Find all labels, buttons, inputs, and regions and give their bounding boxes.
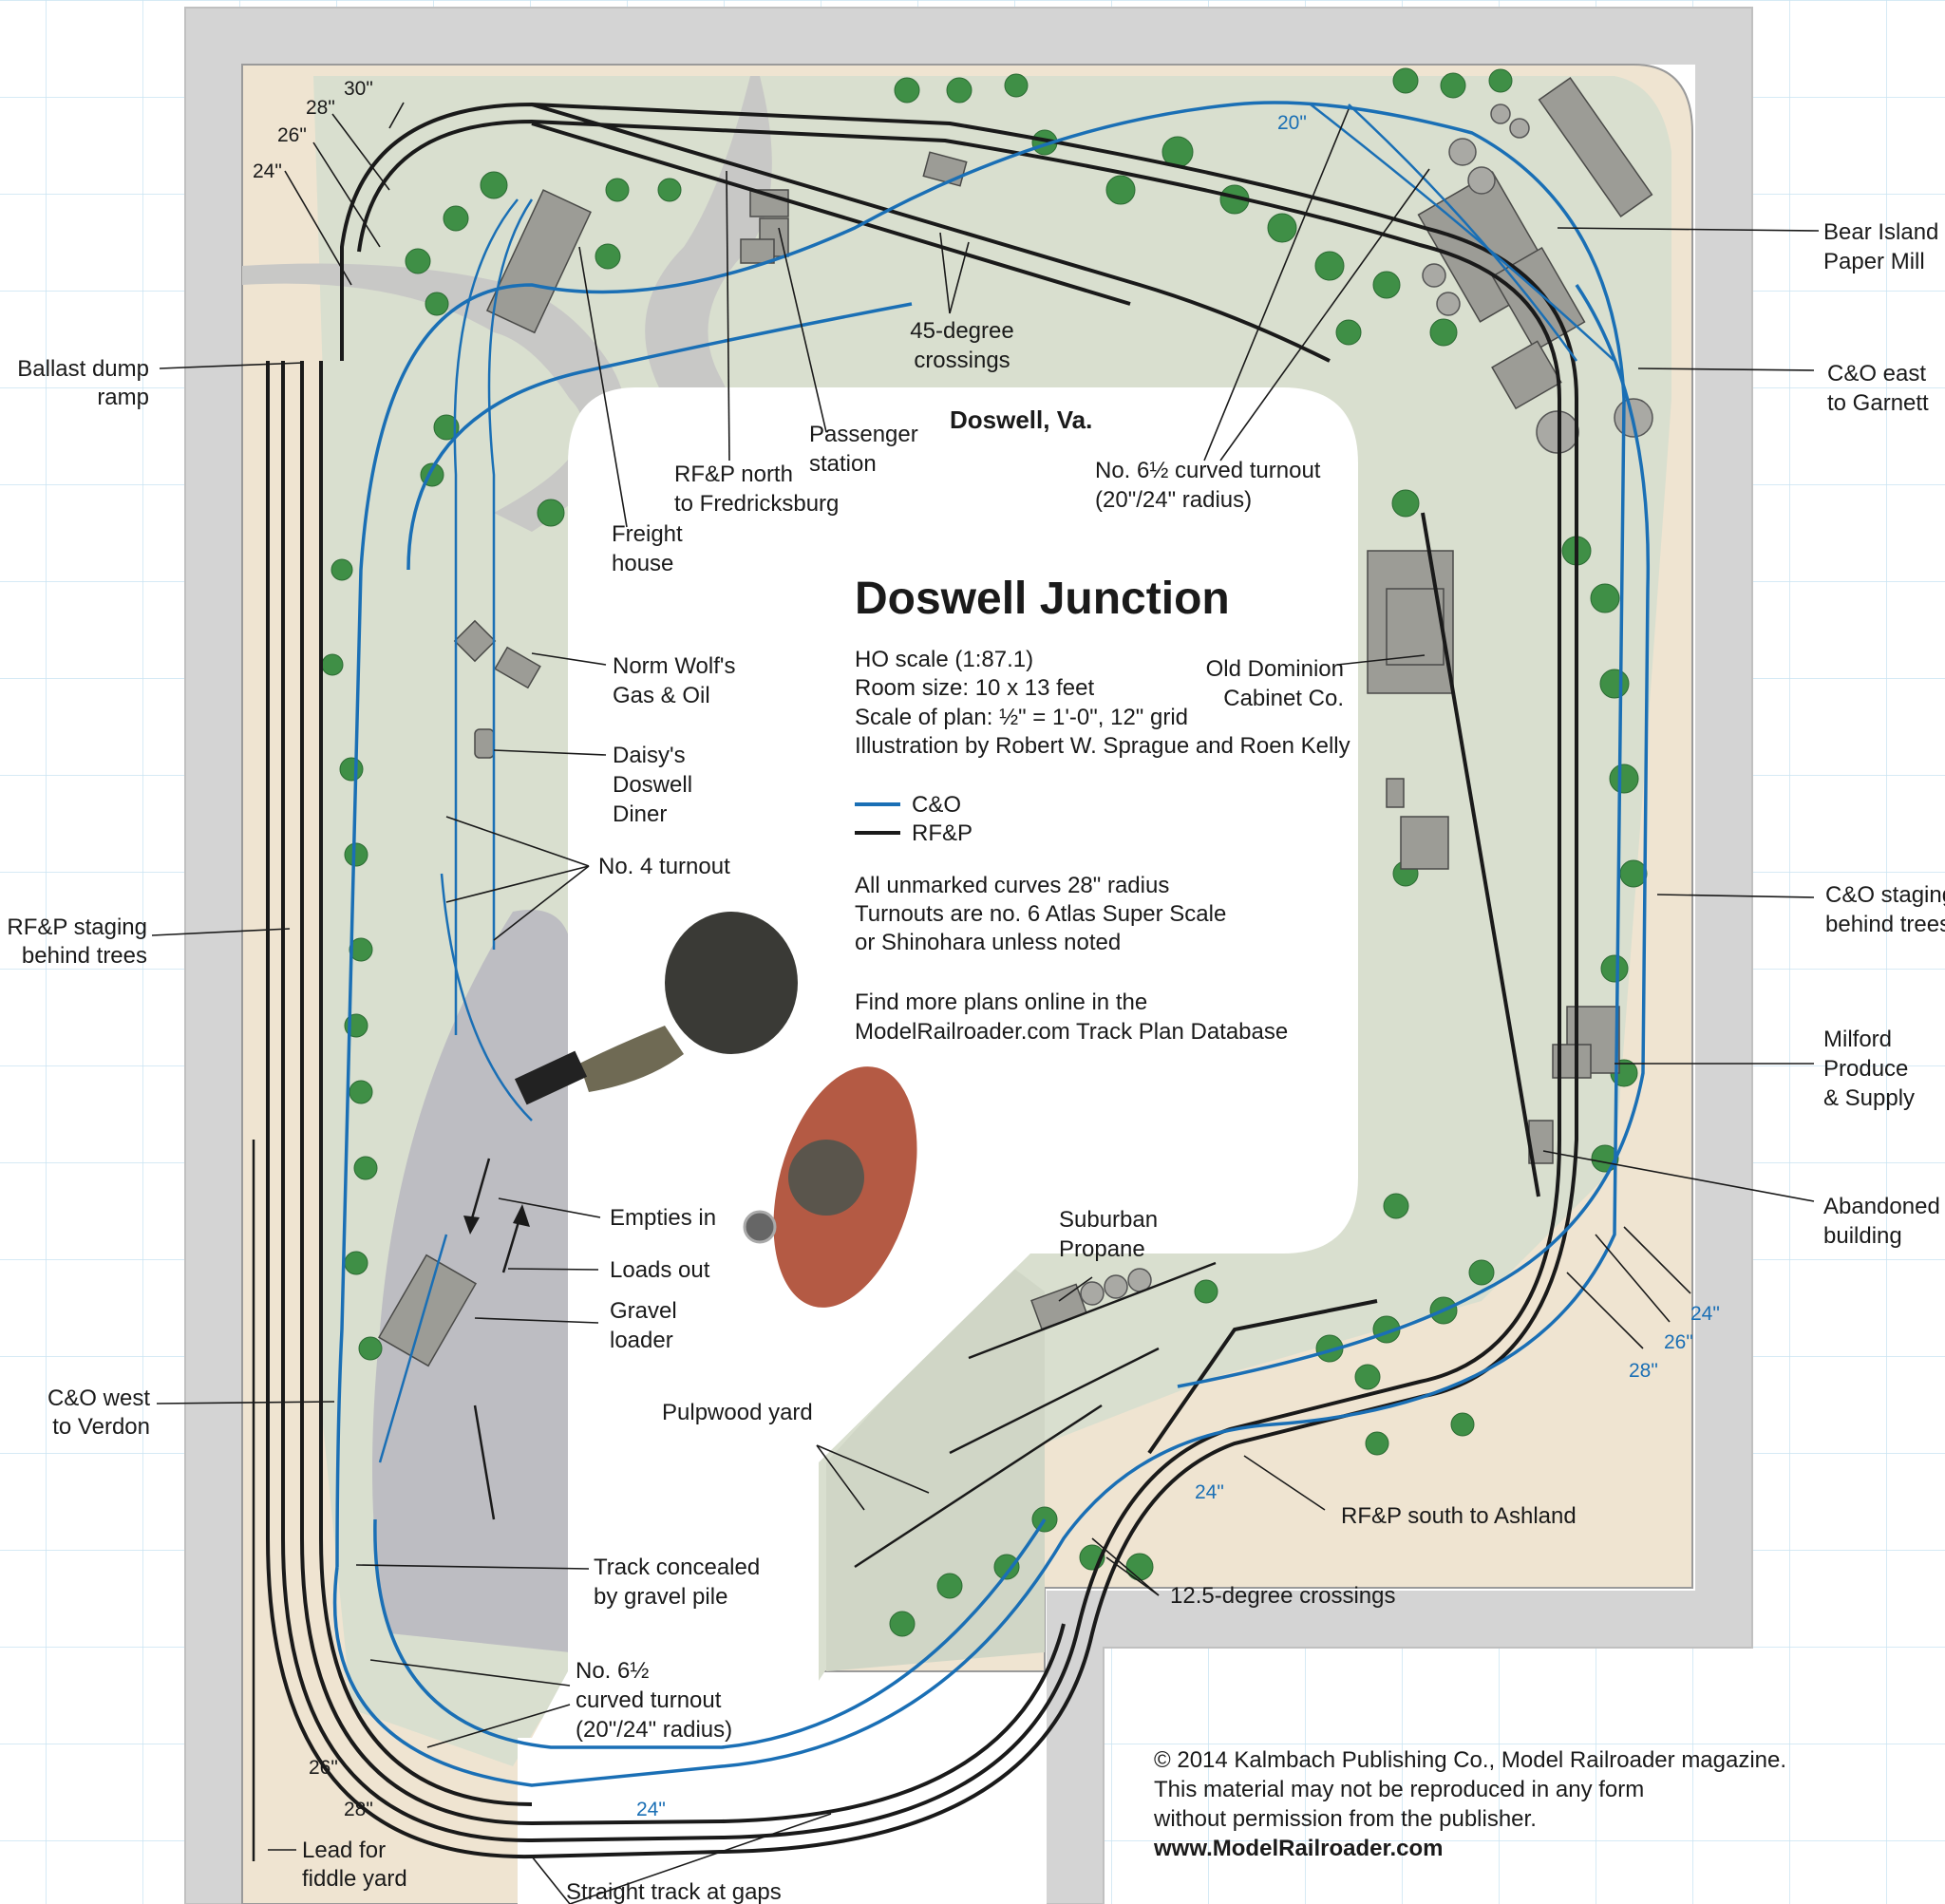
radius-26-top: 26" xyxy=(277,124,307,146)
label-gravel-loader-2: loader xyxy=(610,1328,673,1353)
note-curves: All unmarked curves 28" radius xyxy=(855,873,1169,898)
radius-28-bottom: 28" xyxy=(344,1799,373,1820)
plan-title: Doswell Junction xyxy=(855,574,1230,624)
label-crossings45-2: crossings xyxy=(914,348,1010,373)
label-curved-turnout-top-1: No. 6½ curved turnout xyxy=(1095,458,1321,483)
label-gravel-loader-1: Gravel xyxy=(610,1298,677,1324)
label-loads-out: Loads out xyxy=(610,1257,710,1283)
rfp-track xyxy=(252,102,1578,1861)
label-freight-2: house xyxy=(612,551,673,576)
radius-28-top: 28" xyxy=(306,97,335,119)
copyright-url: www.ModelRailroader.com xyxy=(1153,1836,1444,1861)
label-lead-1: Lead for xyxy=(302,1838,386,1863)
label-daisy-1: Daisy's xyxy=(613,743,686,768)
note-turnouts-1: Turnouts are no. 6 Atlas Super Scale xyxy=(855,901,1226,927)
label-norm-1: Norm Wolf's xyxy=(613,653,735,679)
label-lead-2: fiddle yard xyxy=(302,1866,407,1892)
label-empties-in: Empties in xyxy=(610,1205,716,1231)
label-passenger-1: Passenger xyxy=(809,422,918,447)
radius-20-top: 20" xyxy=(1277,112,1307,134)
spec-illustration: Illustration by Robert W. Sprague and Ro… xyxy=(855,733,1350,759)
label-co-east-2: to Garnett xyxy=(1827,390,1929,416)
copyright-line-2: This material may not be reproduced in a… xyxy=(1154,1777,1644,1802)
label-milford-1: Milford xyxy=(1823,1027,1892,1052)
label-curved-turnout-top-2: (20"/24" radius) xyxy=(1095,487,1252,513)
label-crossings125: 12.5-degree crossings xyxy=(1170,1583,1395,1609)
legend-co-label: C&O xyxy=(912,792,961,818)
label-ballast-2: ramp xyxy=(97,385,149,410)
label-co-east-1: C&O east xyxy=(1827,361,1926,386)
label-passenger-2: station xyxy=(809,451,877,477)
label-rfp-north-1: RF&P north xyxy=(674,462,793,487)
radius-24-top: 24" xyxy=(253,160,282,182)
note-more-1: Find more plans online in the xyxy=(855,990,1147,1015)
label-rfp-staging-2: behind trees xyxy=(22,943,147,969)
label-daisy-2: Doswell xyxy=(613,772,692,798)
label-abandoned-2: building xyxy=(1823,1223,1902,1249)
label-abandoned-1: Abandoned xyxy=(1823,1194,1940,1219)
radius-28-right: 28" xyxy=(1629,1360,1658,1382)
co-track xyxy=(332,101,1651,1787)
label-co-west-2: to Verdon xyxy=(52,1414,150,1440)
label-rfp-south: RF&P south to Ashland xyxy=(1341,1503,1577,1529)
operator-figures xyxy=(514,912,917,1308)
label-co-staging-1: C&O staging xyxy=(1825,882,1945,908)
label-norm-2: Gas & Oil xyxy=(613,683,710,708)
copyright-line-3: without permission from the publisher. xyxy=(1153,1806,1537,1832)
label-freight-1: Freight xyxy=(612,521,683,547)
label-daisy-3: Diner xyxy=(613,801,667,827)
town-name: Doswell, Va. xyxy=(950,405,1092,434)
label-rfp-staging-1: RF&P staging xyxy=(7,914,147,940)
label-gravel-pile-2: by gravel pile xyxy=(594,1584,727,1610)
label-bear-2: Paper Mill xyxy=(1823,249,1925,274)
label-ballast-1: Ballast dump xyxy=(17,356,149,382)
label-pulpwood: Pulpwood yard xyxy=(662,1400,813,1425)
label-turnout-6half-3: (20"/24" radius) xyxy=(576,1717,732,1743)
spec-room: Room size: 10 x 13 feet xyxy=(855,675,1094,701)
label-old-dominion-1: Old Dominion xyxy=(1206,656,1344,682)
yard-area xyxy=(826,1263,1045,1671)
label-turnout-6half-1: No. 6½ xyxy=(576,1658,649,1684)
label-straight-gaps: Straight track at gaps xyxy=(566,1879,782,1904)
note-more-2: ModelRailroader.com Track Plan Database xyxy=(855,1019,1288,1045)
label-rfp-north-2: to Fredricksburg xyxy=(674,491,839,517)
note-turnouts-2: or Shinohara unless noted xyxy=(855,930,1121,955)
label-co-staging-2: behind trees xyxy=(1825,912,1945,937)
leader-lines xyxy=(151,102,1820,1904)
label-crossings45-1: 45-degree xyxy=(910,318,1013,344)
label-no4-turnout: No. 4 turnout xyxy=(598,854,730,879)
label-suburban-2: Propane xyxy=(1059,1236,1145,1262)
label-bear-1: Bear Island xyxy=(1823,219,1938,245)
copyright-line-1: © 2014 Kalmbach Publishing Co., Model Ra… xyxy=(1154,1747,1786,1773)
label-co-west-1: C&O west xyxy=(47,1386,150,1411)
operating-aisle xyxy=(532,387,1358,1738)
label-milford-2: Produce xyxy=(1823,1056,1908,1082)
radius-24-right: 24" xyxy=(1690,1303,1720,1325)
label-milford-3: & Supply xyxy=(1823,1085,1915,1111)
label-suburban-1: Suburban xyxy=(1059,1207,1158,1233)
radius-24-bottom: 24" xyxy=(636,1799,666,1820)
legend-rfp-label: RF&P xyxy=(912,820,972,846)
direction-arrows xyxy=(463,1158,530,1273)
radius-30: 30" xyxy=(344,78,373,100)
label-gravel-pile-1: Track concealed xyxy=(594,1555,760,1580)
label-turnout-6half-2: curved turnout xyxy=(576,1687,722,1713)
radius-26-bottom: 26" xyxy=(309,1757,338,1779)
spec-plan-scale: Scale of plan: ½" = 1'-0", 12" grid xyxy=(855,705,1188,730)
radius-26-right: 26" xyxy=(1664,1331,1693,1353)
radius-24-bottom-right: 24" xyxy=(1195,1481,1224,1503)
spec-scale: HO scale (1:87.1) xyxy=(855,647,1033,672)
label-old-dominion-2: Cabinet Co. xyxy=(1223,686,1344,711)
